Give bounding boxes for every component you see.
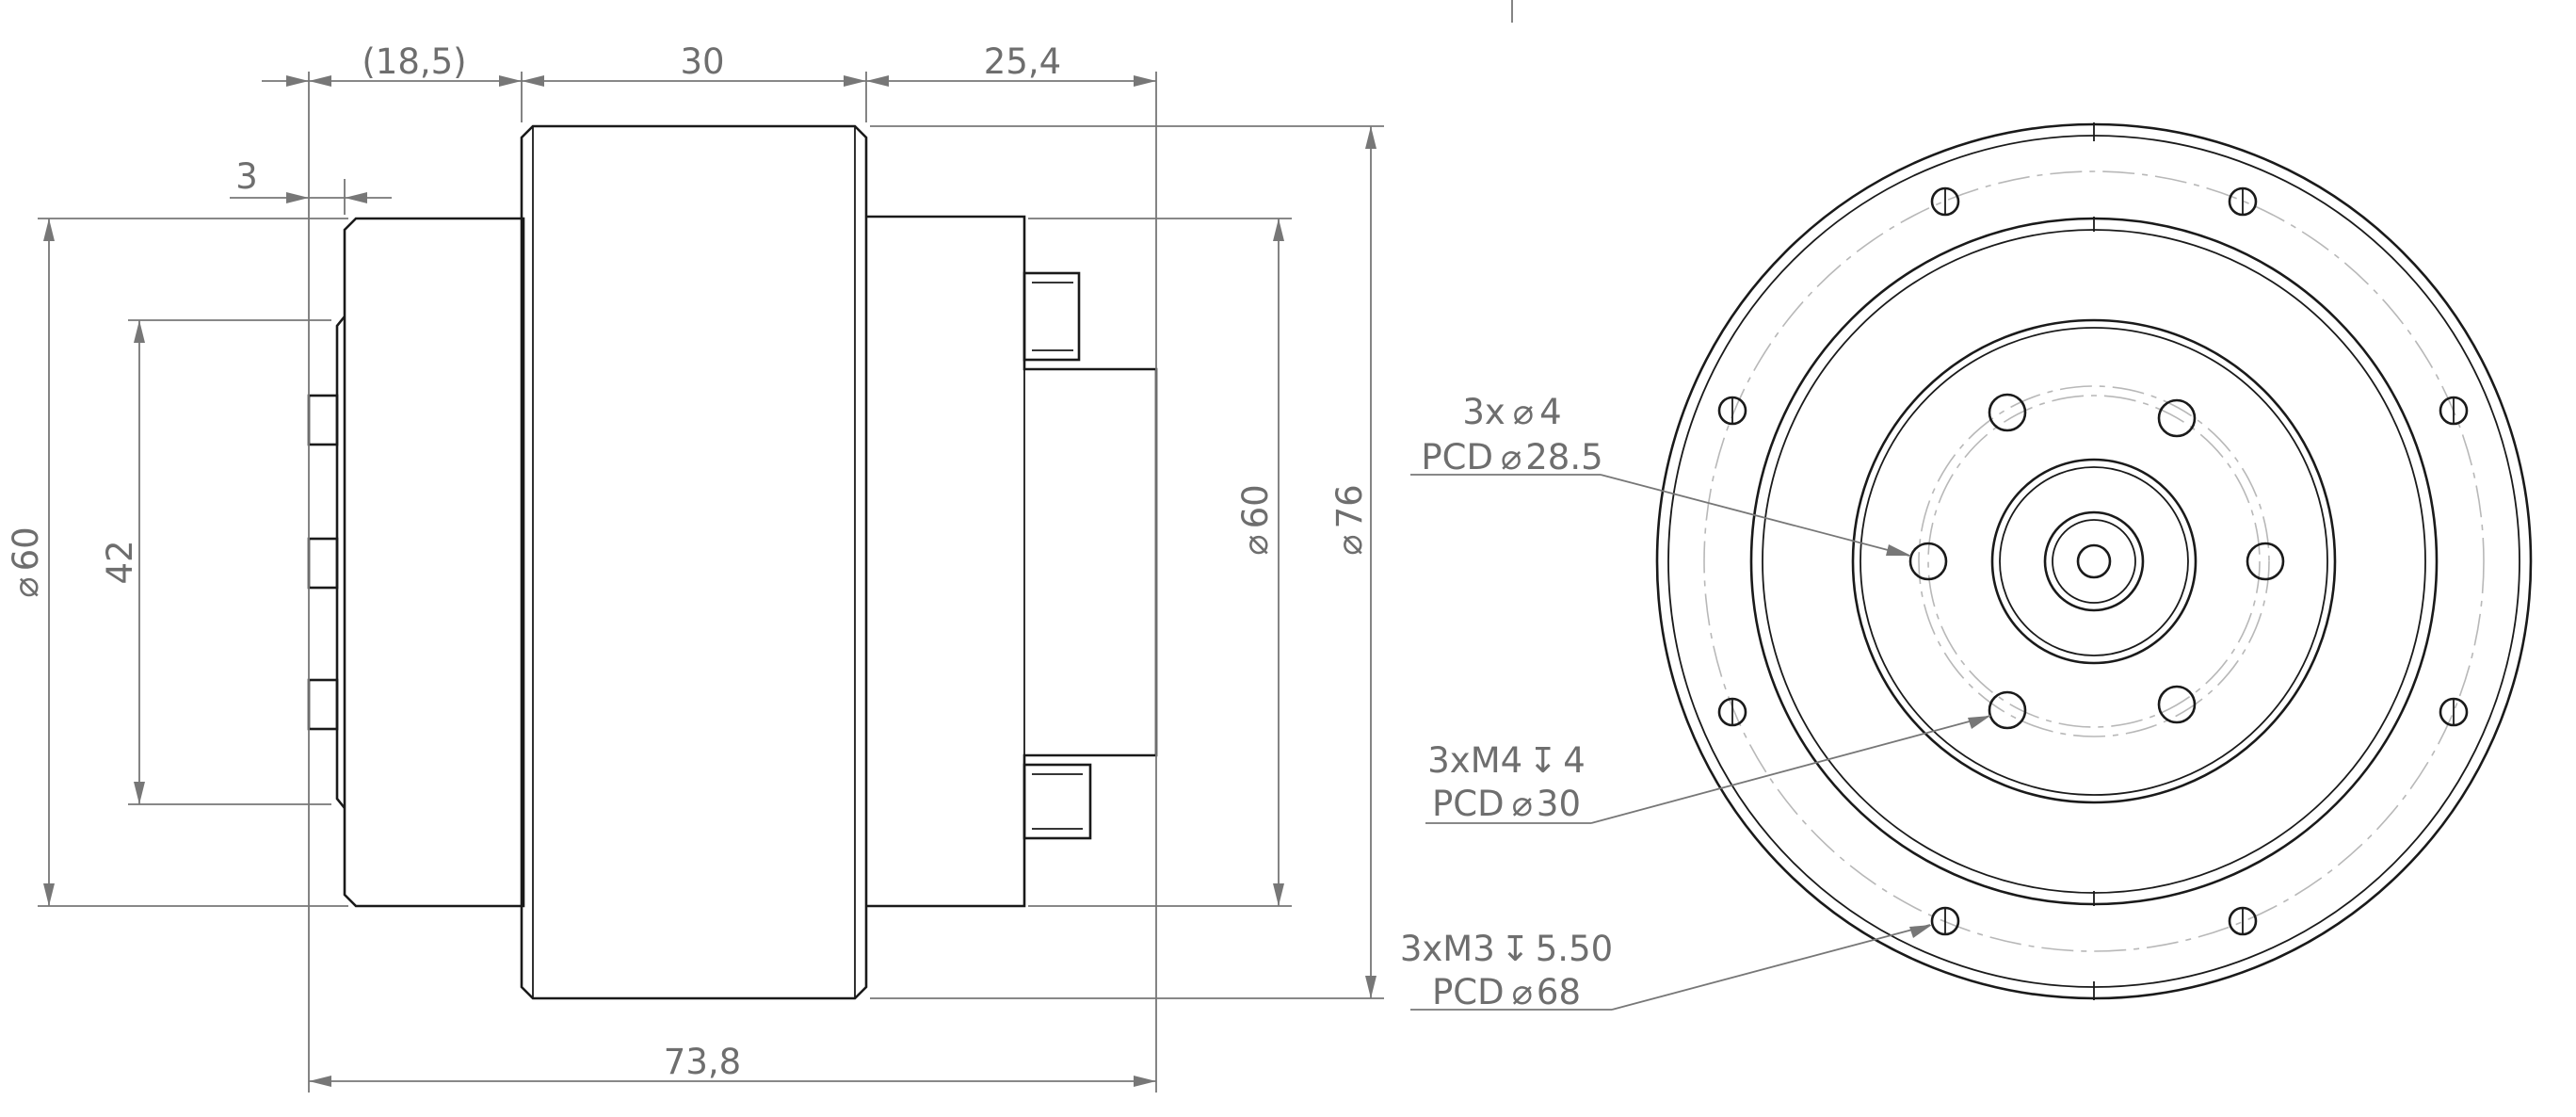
m3-hole-top-right bbox=[2228, 186, 2258, 217]
rear-connector-top bbox=[1022, 271, 1081, 362]
callout-pcd-30: PCD⌀30 bbox=[1432, 784, 1581, 824]
svg-text:⌀60: ⌀60 bbox=[6, 526, 46, 597]
shaft-bore bbox=[2076, 543, 2112, 579]
dim-phi76: ⌀76 bbox=[1329, 484, 1370, 555]
hub-ring-outer bbox=[1851, 318, 2337, 804]
hub-ring-inner bbox=[1860, 327, 2328, 796]
m3-hole-left-upper bbox=[1717, 396, 1747, 426]
shaft-mid bbox=[2052, 519, 2136, 604]
shaft-flange-outer bbox=[1990, 458, 2198, 665]
hole-m4-lower-left bbox=[1988, 690, 2027, 730]
hole-4-upper-right bbox=[2157, 398, 2197, 438]
dim-73-8: 73,8 bbox=[664, 1042, 741, 1082]
shaft-outer bbox=[2043, 510, 2145, 612]
stud-top bbox=[307, 394, 339, 446]
callout-3xm4: 3xM4↧4 bbox=[1427, 740, 1585, 781]
svg-text:⌀60: ⌀60 bbox=[1235, 484, 1276, 555]
svg-text:⌀76: ⌀76 bbox=[1329, 484, 1370, 555]
pcd-28-5-circle bbox=[1927, 395, 2261, 728]
dim-18-5: (18,5) bbox=[362, 41, 466, 82]
callout-pcd-68: PCD⌀68 bbox=[1432, 972, 1581, 1012]
dim-30: 30 bbox=[680, 41, 724, 82]
outer-holes bbox=[1717, 186, 2469, 936]
m3-hole-bottom-right bbox=[2228, 906, 2258, 936]
stud-bottom bbox=[307, 678, 339, 731]
pcd-68-circle bbox=[1703, 170, 2485, 952]
callout-3x-phi4: 3x⌀4 bbox=[1462, 392, 1561, 432]
pcd-30-circle bbox=[1918, 385, 2270, 737]
hole-4-lower-right bbox=[2157, 685, 2197, 724]
rear-connector-bottom bbox=[1022, 763, 1092, 840]
dim-phi60-left: ⌀60 bbox=[6, 526, 46, 597]
m3-hole-top-left bbox=[1930, 186, 1960, 217]
hole-m4-upper-left bbox=[1988, 393, 2027, 432]
callout-pcd-28-5: PCD⌀28.5 bbox=[1421, 437, 1602, 478]
m3-hole-left-lower bbox=[1717, 697, 1747, 727]
dim-3: 3 bbox=[235, 156, 258, 197]
hole-4-left bbox=[1908, 542, 1948, 581]
shaft-flange-inner bbox=[1999, 466, 2189, 656]
dim-phi60-right: ⌀60 bbox=[1235, 484, 1276, 555]
dim-25-4: 25,4 bbox=[984, 41, 1061, 82]
outer-ring bbox=[1655, 122, 2533, 1000]
m3-hole-right-upper bbox=[2439, 396, 2469, 426]
m3-hole-bottom-left bbox=[1930, 906, 1960, 936]
m3-hole-right-lower bbox=[2439, 697, 2469, 727]
outer-ring-inner-edge bbox=[1667, 135, 2520, 988]
dim-42: 42 bbox=[100, 540, 140, 584]
main-housing-outline bbox=[520, 124, 868, 1000]
stud-middle bbox=[307, 537, 339, 590]
side-view: (18,5) 30 25,4 3 ⌀60 42 ⌀60 bbox=[6, 41, 1384, 1093]
left-flange-outline bbox=[343, 217, 525, 908]
svg-text:42: 42 bbox=[100, 540, 140, 584]
rear-body-outline bbox=[866, 215, 1158, 908]
front-view: 3x⌀4 PCD⌀28.5 3xM4↧4 PCD⌀30 3xM3↧5.50 PC… bbox=[1400, 0, 2533, 1012]
callout-3xm3: 3xM3↧5.50 bbox=[1400, 929, 1613, 969]
hole-m4-right bbox=[2246, 542, 2285, 581]
middle-ring-inner bbox=[1762, 229, 2426, 894]
